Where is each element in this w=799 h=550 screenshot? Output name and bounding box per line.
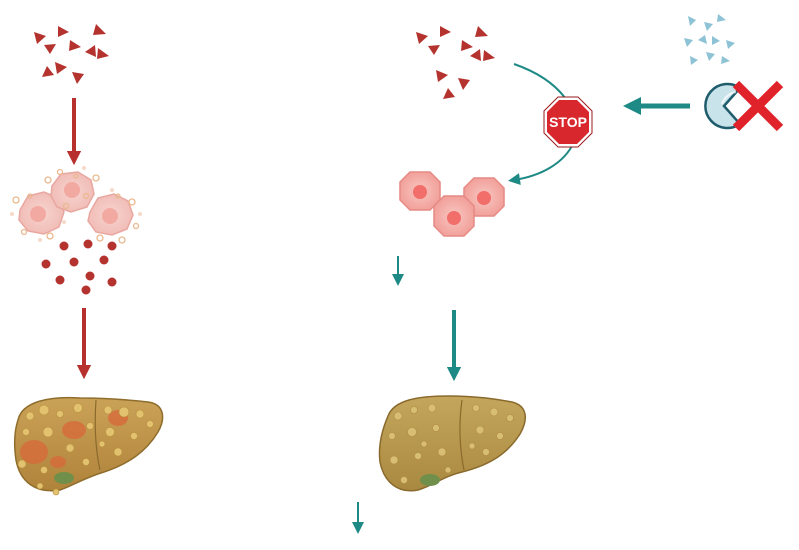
stop-sign-icon: STOP [543, 96, 593, 148]
blocker-particles [684, 14, 735, 65]
right-toxin-particles [416, 26, 495, 99]
red-cross-icon [732, 80, 784, 132]
pacman-blocker-icon [704, 82, 742, 130]
right-healthy-cells [399, 171, 505, 237]
left-toxin-particles [34, 24, 109, 84]
left-damaged-cells [10, 166, 142, 244]
left-inflamed-liver [13, 396, 164, 496]
left-released-droplets [41, 239, 117, 295]
stop-sign-label: STOP [549, 114, 587, 130]
right-fatty-liver [378, 395, 526, 492]
